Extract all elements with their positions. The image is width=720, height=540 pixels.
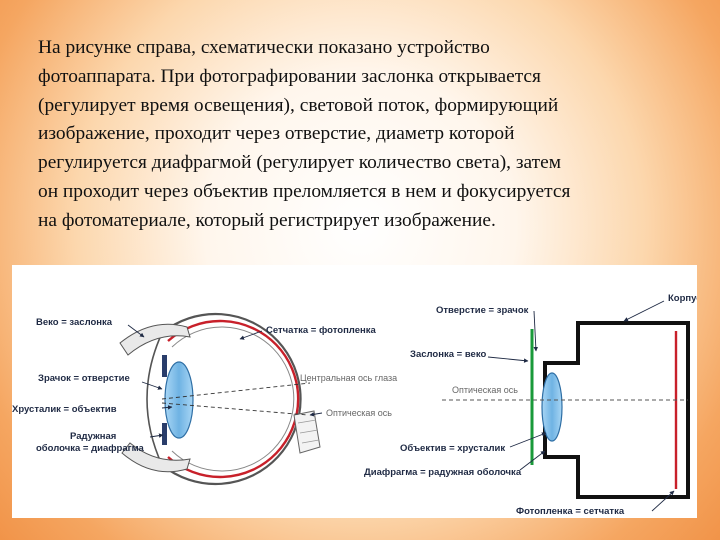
text-line: фотоаппарата. При фотографировании засло… bbox=[38, 65, 541, 87]
eye-choroid bbox=[167, 319, 300, 479]
text-line: на фотоматериале, который регистрирует и… bbox=[38, 209, 496, 231]
label-eyelid: Веко = заслонка bbox=[36, 317, 113, 328]
eye-iris-bottom bbox=[162, 423, 167, 445]
label-lens: Хрусталик = объектив bbox=[12, 404, 117, 415]
camera-lens bbox=[541, 372, 563, 442]
label-iris-1: Радужная bbox=[70, 431, 116, 442]
slide-text: На рисунке справа, схематически показано… bbox=[38, 34, 708, 236]
label-aperture: Отверстие = зрачок bbox=[436, 305, 529, 316]
eye-diagram: Веко = заслонка Сетчатка = фотопленка Зр… bbox=[12, 312, 397, 486]
label-film: Фотопленка = сетчатка bbox=[516, 506, 625, 517]
label-objective: Объектив = хрусталик bbox=[400, 443, 505, 454]
eye-retina bbox=[171, 326, 295, 472]
eye-iris-top bbox=[162, 355, 167, 377]
text-line: он проходит через объектив преломляется … bbox=[38, 180, 571, 202]
camera-diagram: Отверстие = зрачок Корпус Заслонка = век… bbox=[364, 293, 697, 517]
label-central-axis: Центральная ось глаза bbox=[300, 373, 397, 383]
label-pupil: Зрачок = отверстие bbox=[38, 373, 130, 384]
label-diaphragm: Диафрагма = радужная оболочка bbox=[364, 467, 522, 478]
text-line: регулируется диафрагмой (регулирует коли… bbox=[38, 152, 561, 174]
label-iris-2: оболочка = диафрагма bbox=[36, 443, 145, 454]
camera-diaphragm-bottom bbox=[543, 433, 547, 451]
text-line: изображение, проходит через отверстие, д… bbox=[38, 123, 515, 145]
figure-svg: Веко = заслонка Сетчатка = фотопленка Зр… bbox=[12, 293, 697, 517]
text-line: На рисунке справа, схематически показано… bbox=[38, 37, 490, 58]
eye-cornea bbox=[146, 332, 163, 466]
label-body: Корпус bbox=[668, 293, 697, 304]
eye-optic-axis bbox=[161, 402, 309, 416]
label-optic-axis-eye: Оптическая ось bbox=[326, 408, 392, 418]
text-line: (регулирует время освещения), световой п… bbox=[38, 94, 559, 116]
camera-body bbox=[543, 321, 690, 499]
eye-camera-figure: Веко = заслонка Сетчатка = фотопленка Зр… bbox=[12, 265, 697, 518]
eye-central-axis bbox=[161, 382, 311, 400]
camera-diaphragm-top bbox=[543, 363, 547, 381]
eye-lens bbox=[164, 361, 194, 439]
label-optic-axis-camera: Оптическая ось bbox=[452, 385, 518, 395]
eye-sclera bbox=[161, 312, 302, 486]
label-retina: Сетчатка = фотопленка bbox=[266, 325, 376, 336]
label-shutter: Заслонка = веко bbox=[410, 349, 486, 360]
eye-lower-lid bbox=[121, 442, 191, 473]
